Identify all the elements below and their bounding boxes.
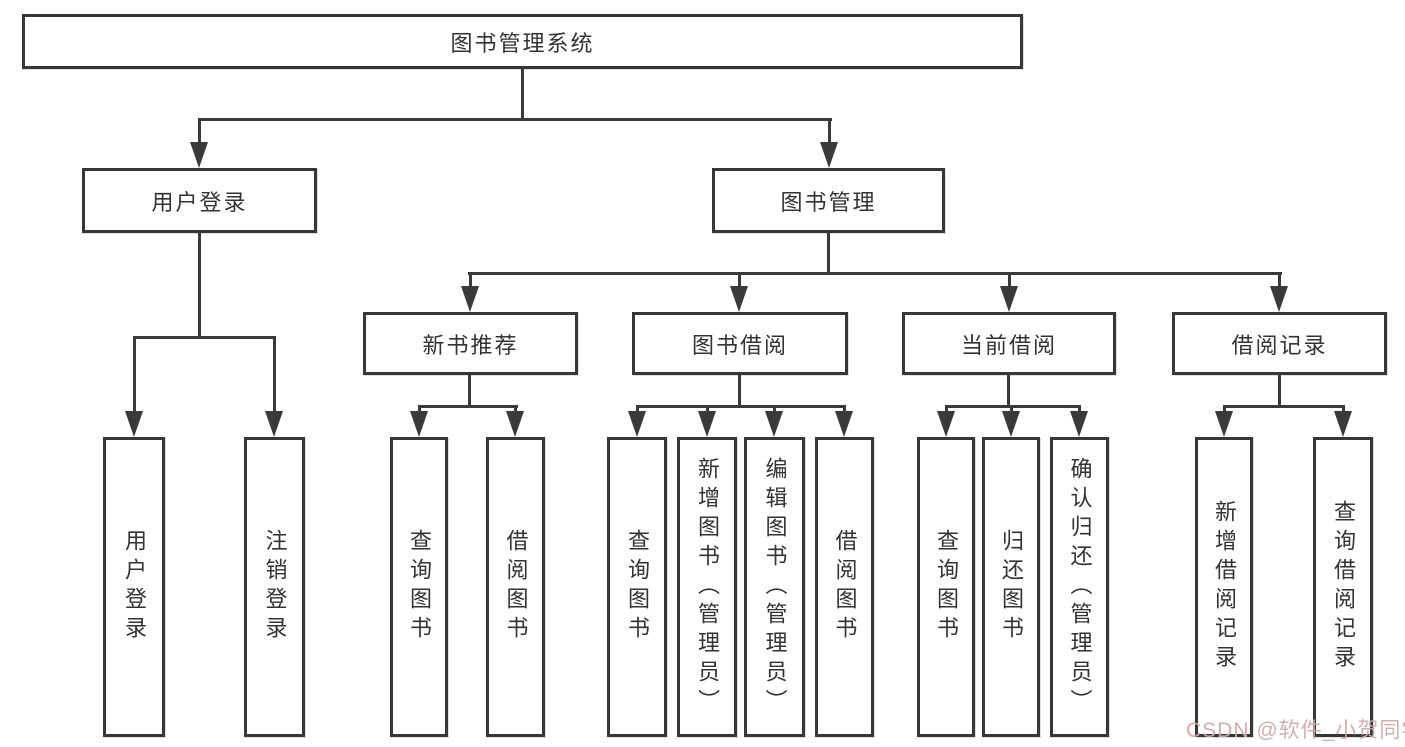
connector-stem: [198, 118, 201, 148]
arrow-down-icon: [1070, 411, 1088, 437]
connector-stub: [1007, 374, 1010, 405]
connector-rail: [945, 405, 1081, 408]
connector-stem: [828, 118, 831, 148]
connector-stem: [514, 405, 517, 414]
leaf-label: 借阅图书: [503, 529, 529, 645]
connector-book-mgmt-stub: [827, 232, 830, 274]
arrow-down-icon: [1000, 286, 1018, 312]
node-label: 借阅记录: [1231, 332, 1328, 358]
leaf-label: 借阅图书: [832, 529, 858, 645]
leaf-query-books-recommend: 查询图书: [390, 437, 448, 737]
node-book-management: 图书管理: [712, 168, 945, 233]
node-user-login: 用户登录: [82, 168, 317, 233]
arrow-down-icon: [698, 411, 716, 437]
leaf-return-books: 归还图书: [982, 437, 1040, 737]
connector-stub: [738, 374, 741, 405]
node-book-borrowing: 图书借阅: [632, 312, 848, 375]
leaf-add-borrow-record: 新增借阅记录: [1195, 437, 1253, 737]
leaf-borrow-books-recommend: 借阅图书: [486, 437, 545, 737]
arrow-down-icon: [265, 411, 283, 437]
leaf-label: 用户登录: [122, 529, 147, 645]
node-label: 图书管理: [780, 189, 877, 215]
leaf-label: 新增图书（管理员）: [695, 456, 720, 718]
connector-stem: [1010, 405, 1013, 414]
connector-user-login-stub: [198, 232, 201, 336]
node-label: 新书推荐: [422, 332, 519, 358]
connector-stem: [133, 336, 136, 414]
node-label: 图书管理系统: [450, 30, 595, 56]
leaf-confirm-return-admin: 确认归还（管理员）: [1050, 437, 1109, 737]
connector-stem: [945, 405, 948, 414]
arrow-down-icon: [1002, 411, 1020, 437]
arrow-down-icon: [937, 411, 955, 437]
leaf-add-books-admin: 新增图书（管理员）: [677, 437, 737, 737]
arrow-down-icon: [461, 286, 479, 312]
leaf-user-login: 用户登录: [103, 437, 165, 737]
leaf-logout: 注销登录: [244, 437, 305, 737]
connector-stem: [1223, 405, 1226, 414]
arrow-down-icon: [730, 286, 748, 312]
connector-stem: [706, 405, 709, 414]
connector-stem: [636, 405, 639, 414]
leaf-edit-books-admin: 编辑图书（管理员）: [744, 437, 805, 737]
arrow-down-icon: [506, 411, 524, 437]
csdn-watermark: CSDN @软件_小贺同学: [1186, 719, 1405, 742]
arrow-down-icon: [125, 411, 143, 437]
node-label: 当前借阅: [960, 332, 1057, 358]
leaf-query-borrow-record: 查询借阅记录: [1313, 437, 1373, 737]
connector-stem: [1278, 272, 1281, 289]
leaf-borrow-books: 借阅图书: [815, 437, 874, 737]
leaf-label: 注销登录: [262, 529, 288, 645]
leaf-label: 编辑图书（管理员）: [762, 456, 788, 718]
connector-level2-rail: [468, 272, 1282, 275]
connector-stem: [469, 272, 472, 289]
connector-stem: [843, 405, 846, 414]
arrow-down-icon: [765, 411, 783, 437]
node-new-book-recommend: 新书推荐: [363, 312, 578, 375]
leaf-label: 确认归还（管理员）: [1067, 456, 1093, 718]
node-current-borrowing: 当前借阅: [902, 312, 1116, 375]
connector-root-stub: [521, 68, 524, 119]
connector-rail: [418, 405, 518, 408]
arrow-down-icon: [190, 142, 208, 168]
leaf-label: 归还图书: [999, 529, 1024, 645]
connector-stub: [468, 374, 471, 405]
connector-stem: [418, 405, 421, 414]
leaf-label: 查询图书: [625, 529, 650, 645]
arrow-down-icon: [820, 142, 838, 168]
connector-stem: [738, 272, 741, 289]
leaf-label: 查询借阅记录: [1331, 500, 1356, 674]
connector-stub: [1278, 374, 1281, 405]
connector-stem: [1008, 272, 1011, 289]
connector-stem: [773, 405, 776, 414]
connector-level1-rail: [198, 118, 832, 121]
leaf-query-books-borrowing: 查询图书: [607, 437, 667, 737]
arrow-down-icon: [628, 411, 646, 437]
arrow-down-icon: [1270, 286, 1288, 312]
leaf-label: 查询图书: [407, 529, 432, 645]
arrow-down-icon: [1215, 411, 1233, 437]
node-label: 用户登录: [151, 189, 248, 215]
connector-stem: [1342, 405, 1345, 414]
leaf-query-books-current: 查询图书: [917, 437, 975, 737]
node-borrowing-records: 借阅记录: [1172, 312, 1387, 375]
connector-stem: [273, 336, 276, 414]
connector-rail: [1223, 405, 1345, 408]
connector-user-login-rail: [133, 336, 276, 339]
arrow-down-icon: [410, 411, 428, 437]
node-label: 图书借阅: [691, 332, 788, 358]
connector-rail: [636, 405, 846, 408]
arrow-down-icon: [835, 411, 853, 437]
leaf-label: 查询图书: [934, 529, 959, 645]
leaf-label: 新增借阅记录: [1212, 500, 1237, 674]
arrow-down-icon: [1334, 411, 1352, 437]
node-library-management-system: 图书管理系统: [22, 14, 1023, 69]
connector-stem: [1078, 405, 1081, 414]
